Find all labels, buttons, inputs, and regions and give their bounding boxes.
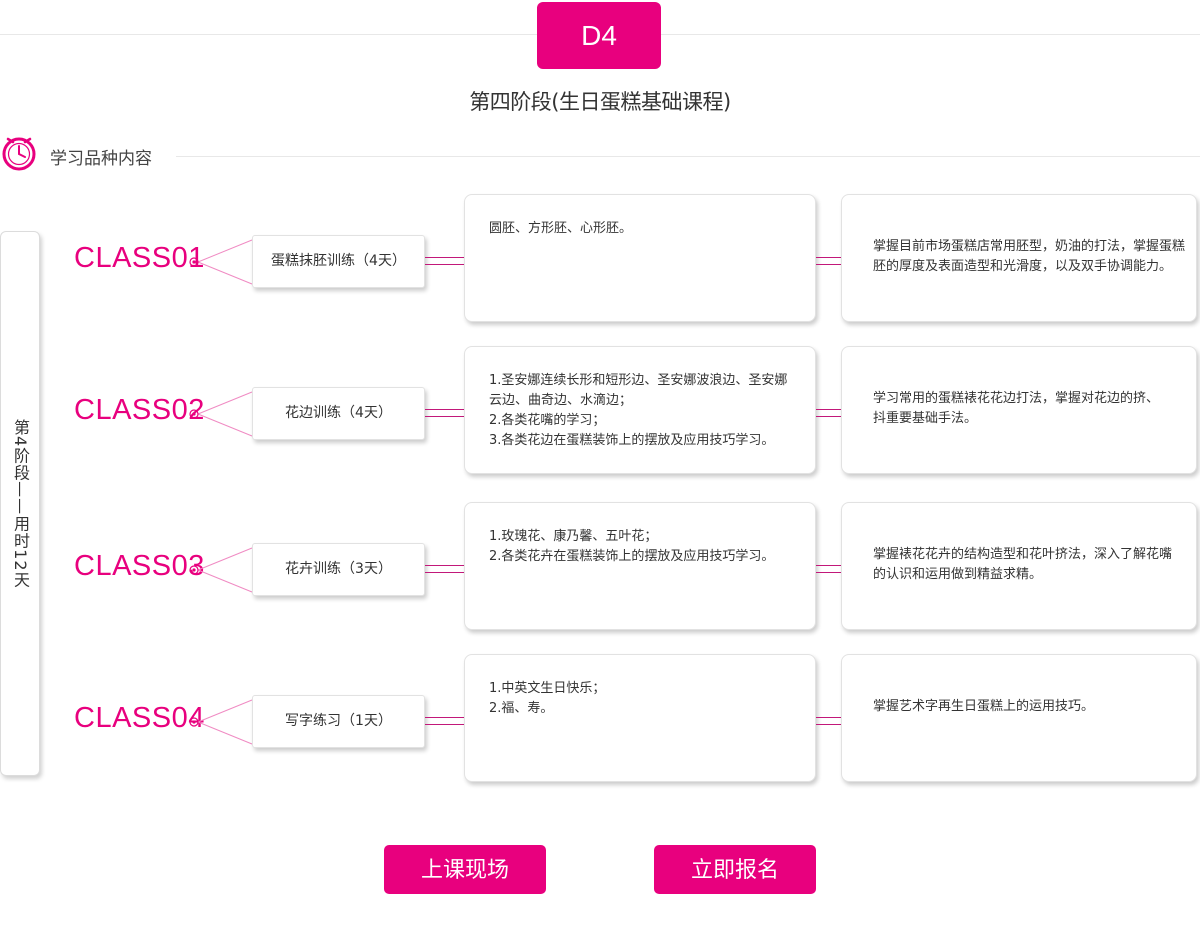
double-line-connector [425,565,465,573]
section-label: 学习品种内容 [50,149,152,169]
goal-line: 学习常用的蛋糕裱花花边打法，掌握对花边的挤、 [873,391,1160,406]
goal-line: 抖重要基础手法。 [873,411,978,426]
content-line: 1.圣安娜连续长形和短形边、圣安娜波浪边、圣安娜 [489,373,788,388]
goal-card: 掌握艺术字再生日蛋糕上的运用技巧。 [841,654,1197,782]
signup-button[interactable]: 立即报名 [654,845,816,894]
connector-icon [189,239,253,285]
double-line-connector [816,565,842,573]
course-name: 蛋糕抹胚训练（4天） [252,235,425,288]
class-row: CLASS04 写字练习（1天） 1.中英文生日快乐； 2.福、寿。 掌握艺术字再生日蛋… [0,654,1200,786]
course-name: 花卉训练（3天） [252,543,425,596]
content-card: 圆胚、方形胚、心形胚。 [464,194,816,322]
stage-badge: D4 [537,2,661,69]
stage-title: 第四阶段(生日蛋糕基础课程) [469,90,731,114]
class-row: CLASS03 花卉训练（3天） 1.玫瑰花、康乃馨、五叶花； 2.各类花卉在蛋糕装饰… [0,502,1200,634]
course-name: 写字练习（1天） [252,695,425,748]
connector-icon [189,547,253,593]
content-card: 1.中英文生日快乐； 2.福、寿。 [464,654,816,782]
class-label: CLASS04 [74,702,205,734]
goal-line: 的认识和运用做到精益求精。 [873,567,1043,582]
content-line: 1.中英文生日快乐； [489,681,606,696]
content-line: 圆胚、方形胚、心形胚。 [489,221,633,236]
content-line: 2.各类花嘴的学习； [489,413,606,428]
content-line: 1.玫瑰花、康乃馨、五叶花； [489,529,658,544]
double-line-connector [425,257,465,265]
class-row: CLASS02 花边训练（4天） 1.圣安娜连续长形和短形边、圣安娜波浪边、圣安娜云… [0,346,1200,478]
goal-line: 掌握裱花花卉的结构造型和花叶挤法，深入了解花嘴 [873,547,1173,562]
course-name: 花边训练（4天） [252,387,425,440]
connector-icon [189,699,253,745]
connector-icon [189,391,253,437]
goal-line: 掌握艺术字再生日蛋糕上的运用技巧。 [873,699,1095,714]
content-line: 3.各类花边在蛋糕装饰上的摆放及应用技巧学习。 [489,433,775,448]
goal-card: 学习常用的蛋糕裱花花边打法，掌握对花边的挤、抖重要基础手法。 [841,346,1197,474]
class-label: CLASS01 [74,242,205,274]
clock-icon [2,137,36,171]
goal-card: 掌握裱花花卉的结构造型和花叶挤法，深入了解花嘴的认识和运用做到精益求精。 [841,502,1197,630]
content-card: 1.圣安娜连续长形和短形边、圣安娜波浪边、圣安娜云边、曲奇边、水滴边； 2.各类花… [464,346,816,474]
stage-side-panel: 第4阶段——用时12天 [0,231,40,776]
content-line: 云边、曲奇边、水滴边； [489,393,633,408]
class-label: CLASS03 [74,550,205,582]
class-label: CLASS02 [74,394,205,426]
double-line-connector [816,717,842,725]
goal-card: 掌握目前市场蛋糕店常用胚型，奶油的打法，掌握蛋糕胚的厚度及表面造型和光滑度，以及… [841,194,1197,322]
goal-line: 胚的厚度及表面造型和光滑度，以及双手协调能力。 [873,259,1173,274]
section-divider [176,156,1200,157]
content-card: 1.玫瑰花、康乃馨、五叶花； 2.各类花卉在蛋糕装饰上的摆放及应用技巧学习。 [464,502,816,630]
content-line: 2.各类花卉在蛋糕装饰上的摆放及应用技巧学习。 [489,549,775,564]
goal-line: 掌握目前市场蛋糕店常用胚型，奶油的打法，掌握蛋糕 [873,239,1186,254]
double-line-connector [425,717,465,725]
double-line-connector [816,409,842,417]
double-line-connector [816,257,842,265]
content-line: 2.福、寿。 [489,701,554,716]
double-line-connector [425,409,465,417]
stage-duration-text: 第4阶段——用时12天 [11,418,30,589]
class-scene-button[interactable]: 上课现场 [384,845,546,894]
